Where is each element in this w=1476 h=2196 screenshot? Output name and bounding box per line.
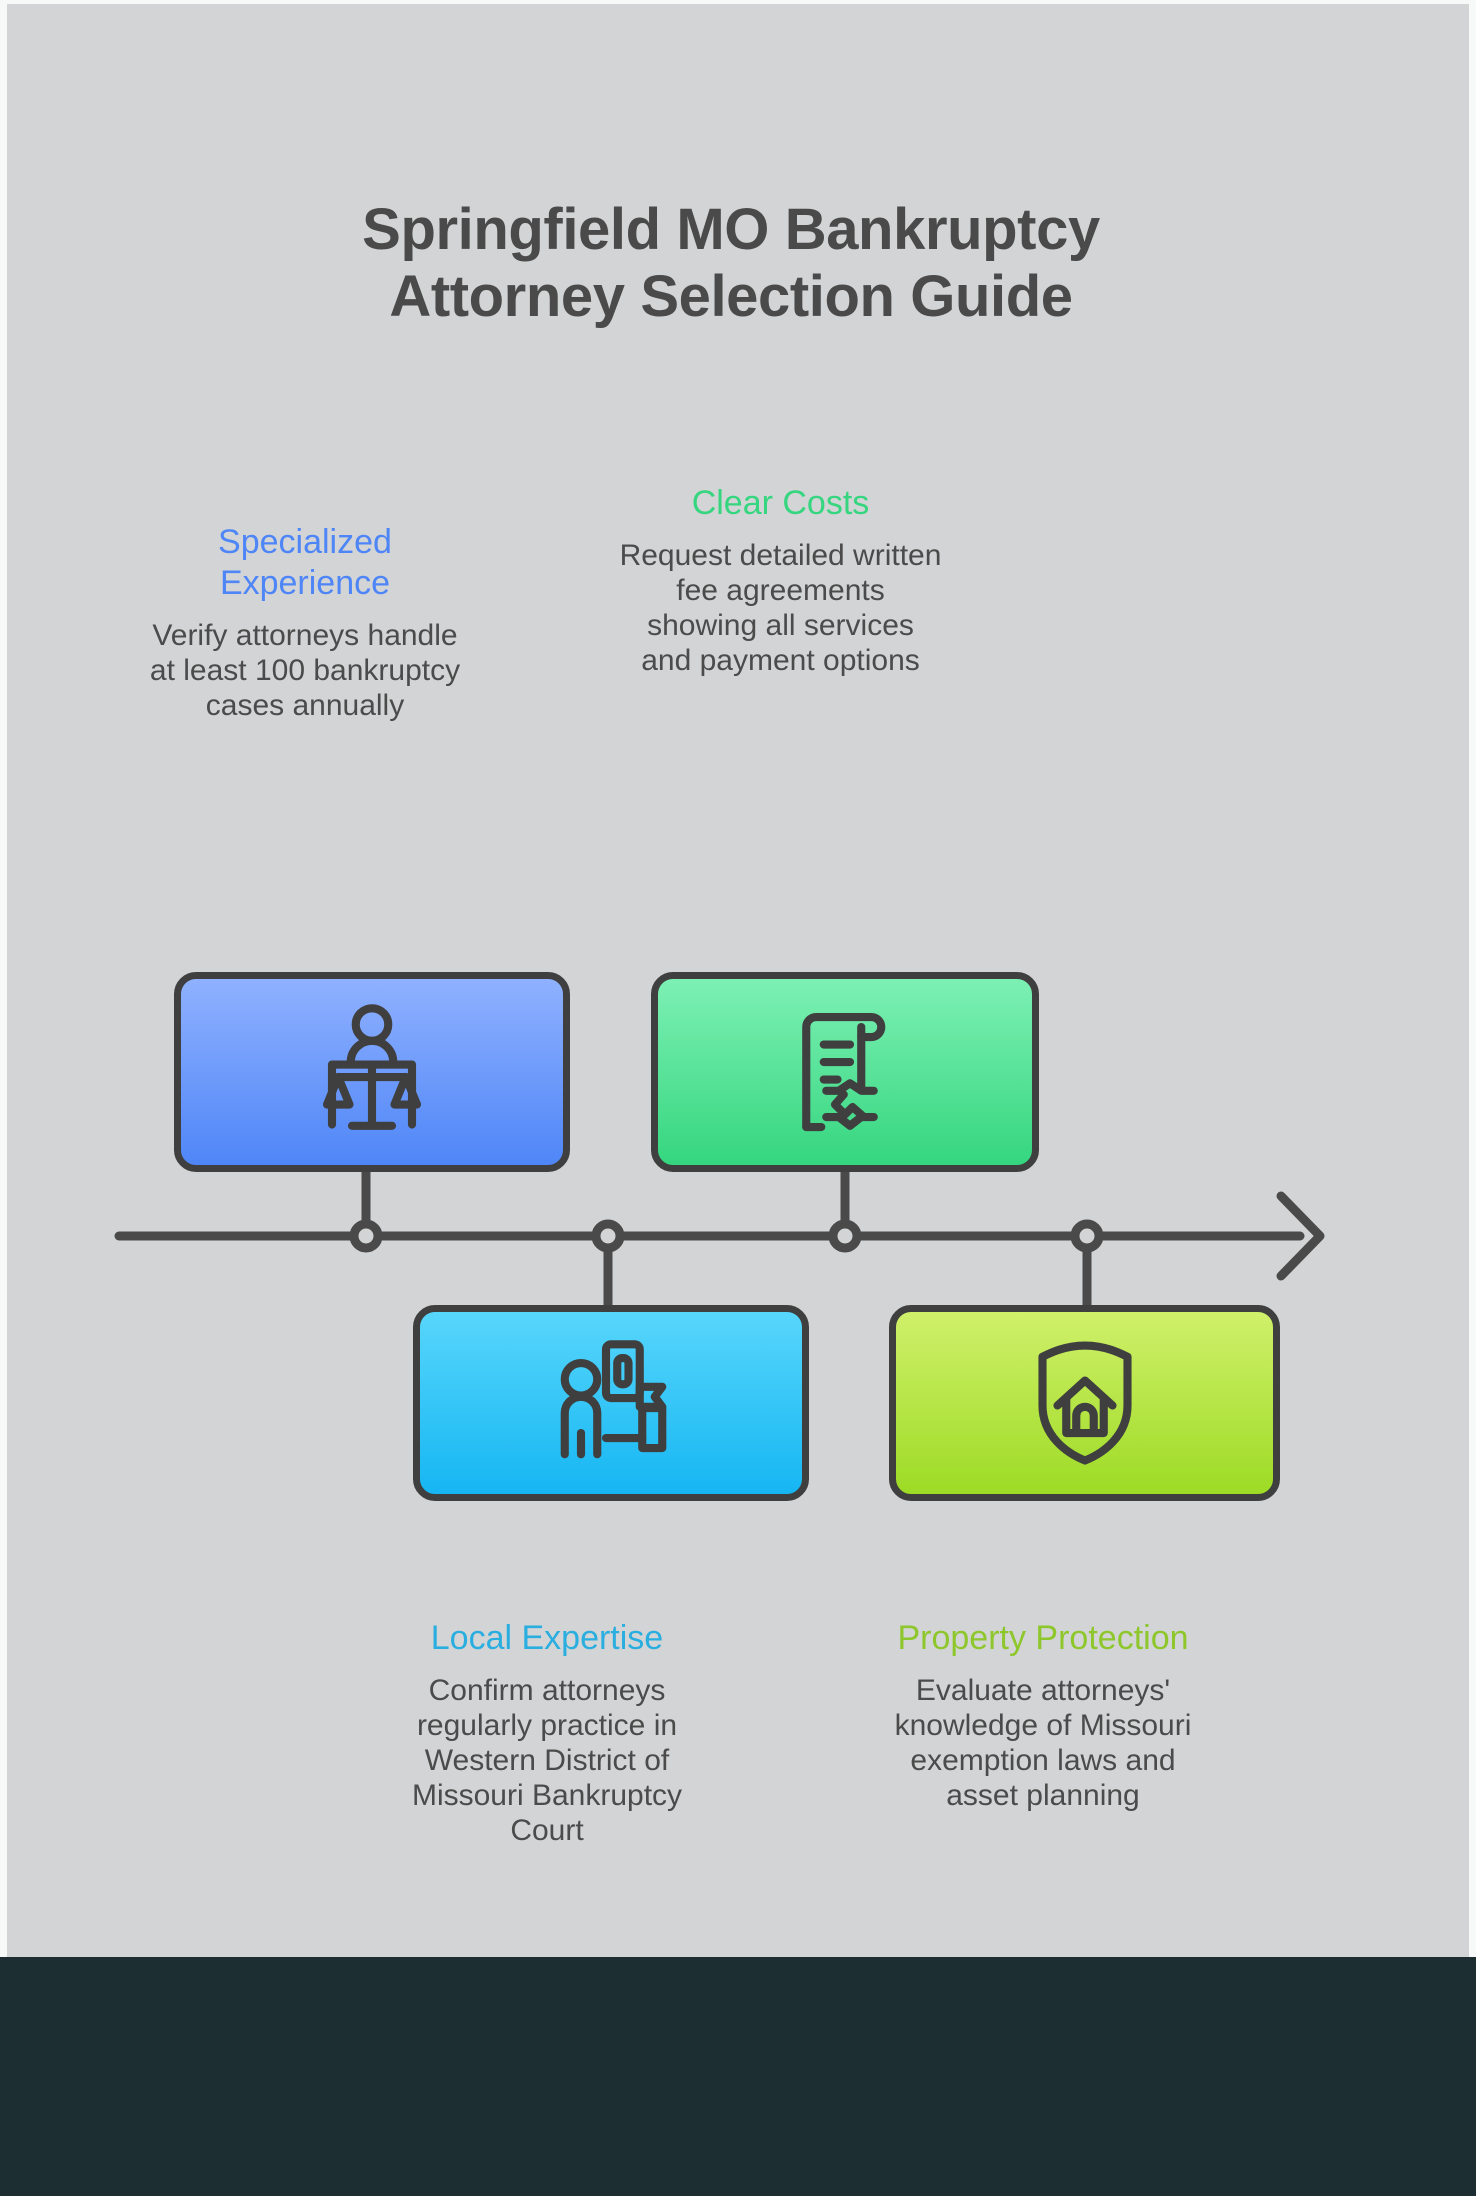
step-text-specialized-experience: Specialized Experience Verify attorneys … (140, 522, 470, 723)
step-card-local-expertise[interactable] (413, 1305, 809, 1501)
step-heading-property-protection: Property Protection (897, 1619, 1189, 1657)
step-heading-clear-costs: Clear Costs (691, 484, 870, 522)
page-title-line-2: Attorney Selection Guide (389, 264, 1073, 330)
page-title: Springfield MO Bankruptcy Attorney Selec… (0, 196, 1462, 331)
step-heading-specialized-experience: Specialized Experience (218, 523, 392, 602)
step-card-clear-costs[interactable] (651, 972, 1039, 1172)
person-courthouse-icon (560, 1340, 667, 1459)
shield-home-icon (1037, 1341, 1132, 1465)
step-heading-local-expertise: Local Expertise (430, 1619, 664, 1657)
step-body-local-expertise: Confirm attorneys regularly practice in … (411, 1673, 683, 1848)
step-text-property-protection: Property Protection Evaluate attorneys' … (878, 1618, 1208, 1813)
step-card-property-protection[interactable] (889, 1305, 1280, 1501)
step-body-specialized-experience: Verify attorneys handle at least 100 ban… (149, 618, 461, 722)
judge-scales-icon (322, 1004, 422, 1130)
step-text-local-expertise: Local Expertise Confirm attorneys regula… (372, 1618, 722, 1848)
step-body-clear-costs: Request detailed written fee agreements … (619, 538, 942, 678)
footer-band (0, 1957, 1476, 2196)
step-body-property-protection: Evaluate attorneys' knowledge of Missour… (894, 1673, 1192, 1813)
step-card-specialized-experience[interactable] (174, 972, 570, 1172)
page-title-line-1: Springfield MO Bankruptcy (362, 197, 1100, 262)
contract-handshake-icon (802, 1012, 886, 1132)
step-text-clear-costs: Clear Costs Request detailed written fee… (618, 483, 943, 678)
